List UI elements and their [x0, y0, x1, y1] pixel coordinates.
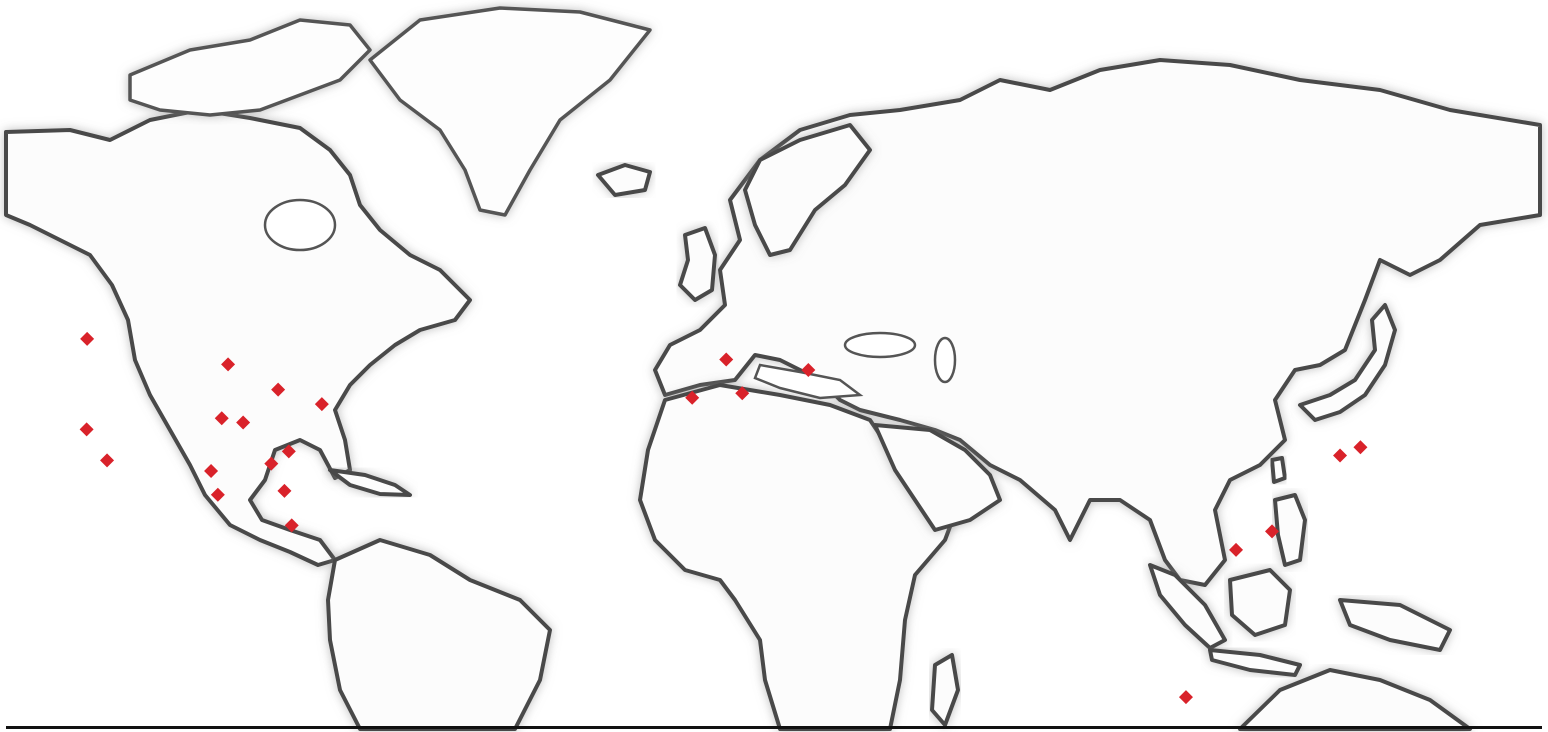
java-landmass	[1208, 648, 1302, 677]
location-marker-st-louis[interactable]	[236, 415, 251, 430]
location-marker-jacksonville[interactable]	[277, 483, 292, 498]
location-marker-barcelona[interactable]	[685, 390, 700, 405]
location-marker-miami[interactable]	[284, 518, 299, 533]
location-marker-rome[interactable]	[735, 386, 750, 401]
location-marker-detroit[interactable]	[271, 382, 286, 397]
bottom-divider	[6, 726, 1542, 729]
black-sea	[843, 331, 917, 359]
location-marker-dallas[interactable]	[204, 463, 219, 478]
sumatra-landmass	[1148, 563, 1227, 650]
arabian-peninsula-landmass	[873, 423, 1002, 532]
location-marker-tokyo[interactable]	[1353, 440, 1368, 455]
greenland-landmass	[368, 6, 652, 217]
location-marker-houston[interactable]	[210, 487, 225, 502]
location-marker-shenzhen[interactable]	[1229, 542, 1244, 557]
location-marker-singapore[interactable]	[1178, 690, 1193, 705]
location-marker-seattle[interactable]	[80, 331, 95, 346]
location-marker-kansas-city[interactable]	[214, 411, 229, 426]
location-marker-minneapolis[interactable]	[221, 357, 236, 372]
taiwan-landmass	[1270, 456, 1287, 484]
location-marker-los-angeles[interactable]	[100, 453, 115, 468]
location-markers	[79, 331, 1368, 705]
australia-landmass	[1238, 668, 1472, 731]
location-marker-new-york[interactable]	[314, 397, 329, 412]
location-marker-atlanta[interactable]	[264, 456, 279, 471]
south-america-landmass	[326, 538, 552, 731]
borneo-landmass	[1228, 568, 1292, 637]
africa-landmass	[638, 383, 962, 731]
location-marker-charlotte[interactable]	[281, 444, 296, 459]
location-marker-san-francisco[interactable]	[79, 422, 94, 437]
hudson-bay	[263, 198, 337, 252]
landmasses	[4, 6, 1542, 731]
philippines-landmass	[1273, 493, 1307, 567]
arctic-archipelago	[128, 18, 372, 117]
iceland-landmass	[596, 163, 652, 197]
location-marker-osaka[interactable]	[1333, 448, 1348, 463]
madagascar-landmass	[930, 653, 960, 727]
eurasia-landmass	[653, 58, 1542, 587]
location-marker-taipei[interactable]	[1264, 524, 1279, 539]
location-marker-bucharest[interactable]	[801, 363, 816, 378]
north-america-landmass	[4, 108, 472, 567]
cuba-landmass	[328, 468, 412, 497]
japan-landmass	[1298, 303, 1397, 422]
scandinavia-landmass	[743, 123, 872, 257]
caspian-sea	[933, 336, 957, 384]
location-marker-milan[interactable]	[719, 352, 734, 367]
new-guinea-landmass	[1338, 598, 1452, 652]
british-isles-landmass	[678, 226, 717, 302]
